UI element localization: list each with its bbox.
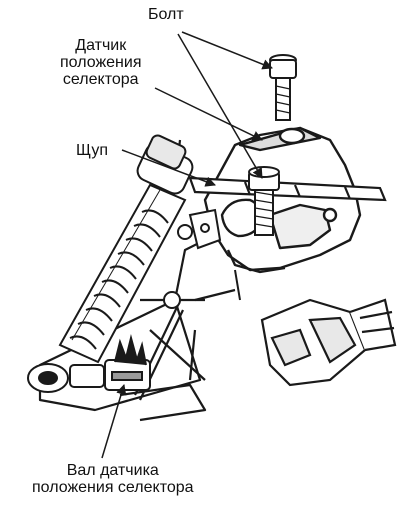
leader-lines xyxy=(101,31,273,459)
sensor-callout-line-3: селектора xyxy=(62,71,139,88)
probe-leader xyxy=(121,149,216,187)
bolt-leader-lower xyxy=(177,33,263,179)
sensor-leader xyxy=(154,87,263,141)
electrical-connector xyxy=(260,298,397,387)
bolt-callout-text: Болт xyxy=(148,6,184,23)
loose-bolt xyxy=(269,54,297,121)
rubber-boot xyxy=(58,134,194,364)
shaft-callout: Вал датчика положения селектора xyxy=(32,462,194,496)
mounting-bracket xyxy=(188,208,241,301)
probe-rod xyxy=(188,176,387,202)
shaft-callout-line-2: положения селектора xyxy=(32,479,194,496)
sensor-callout-line-2: положения xyxy=(60,54,142,71)
bolt-callout: Болт xyxy=(148,6,184,23)
position-sensor-body xyxy=(203,126,362,274)
sensor-shaft xyxy=(104,334,151,391)
shaft-leader xyxy=(101,383,127,459)
sensor-callout-line-1: Датчик xyxy=(75,37,127,54)
probe-callout-text: Щуп xyxy=(76,142,109,159)
bolt-leader-upper xyxy=(181,31,273,70)
sensor-callout: Датчик положения селектора xyxy=(60,37,142,88)
shaft-callout-line-1: Вал датчика xyxy=(66,462,159,479)
probe-callout: Щуп xyxy=(76,142,109,159)
link-frame xyxy=(38,239,236,422)
